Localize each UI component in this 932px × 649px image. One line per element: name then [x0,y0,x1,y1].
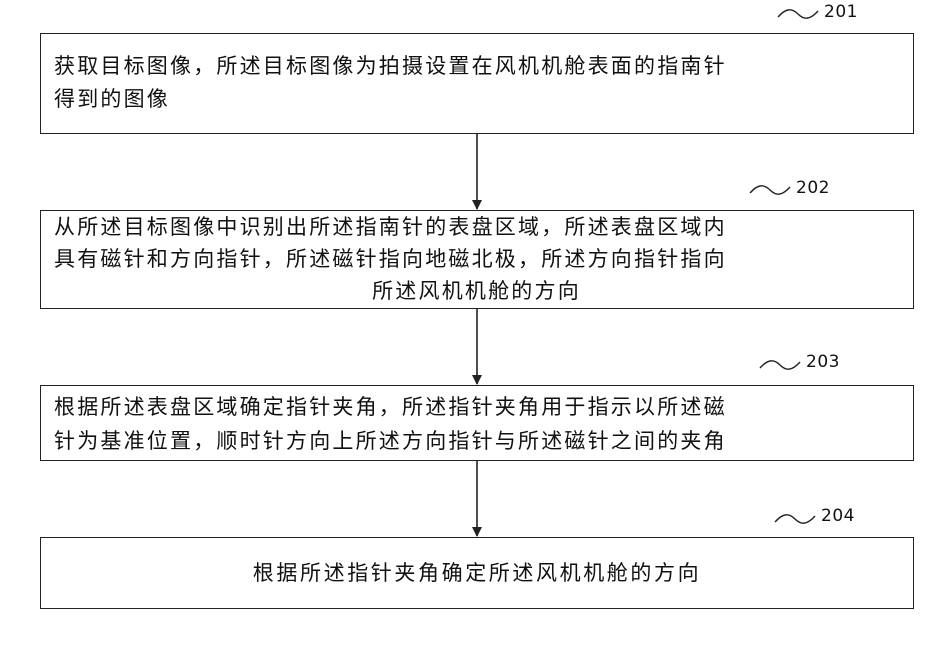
step-box-202: 从所述目标图像中识别出所述指南针的表盘区域，所述表盘区域内 具有磁针和方向指针，… [40,210,914,309]
step-ref-202: 202 [796,178,830,198]
step-202-line-3: 所述风机机舱的方向 [54,275,913,307]
step-ref-204: 204 [821,506,855,526]
step-box-204: 根据所述指针夹角确定所述风机机舱的方向 [40,537,914,609]
step-202-line-1: 从所述目标图像中识别出所述指南针的表盘区域，所述表盘区域内 [54,211,913,243]
leader-line-201 [778,10,818,18]
step-203-line-2: 针为基准位置，顺时针方向上所述方向指针与所述磁针之间的夹角 [54,424,913,458]
step-204-line-1: 根据所述指针夹角确定所述风机机舱的方向 [253,557,701,590]
step-202-line-2: 具有磁针和方向指针，所述磁针指向地磁北极，所述方向指针指向 [54,243,913,275]
step-box-203: 根据所述表盘区域确定指针夹角，所述指针夹角用于指示以所述磁 针为基准位置，顺时针… [40,385,914,461]
step-203-line-1: 根据所述表盘区域确定指针夹角，所述指针夹角用于指示以所述磁 [54,390,913,424]
step-201-line-2: 得到的图像 [54,83,913,116]
leader-line-202 [750,186,790,194]
step-ref-201: 201 [824,2,858,22]
step-201-line-1: 获取目标图像，所述目标图像为拍摄设置在风机机舱表面的指南针 [54,50,913,83]
leader-line-204 [775,515,815,523]
leader-line-203 [760,361,800,369]
step-ref-203: 203 [806,352,840,372]
step-box-201: 获取目标图像，所述目标图像为拍摄设置在风机机舱表面的指南针 得到的图像 [40,33,914,134]
